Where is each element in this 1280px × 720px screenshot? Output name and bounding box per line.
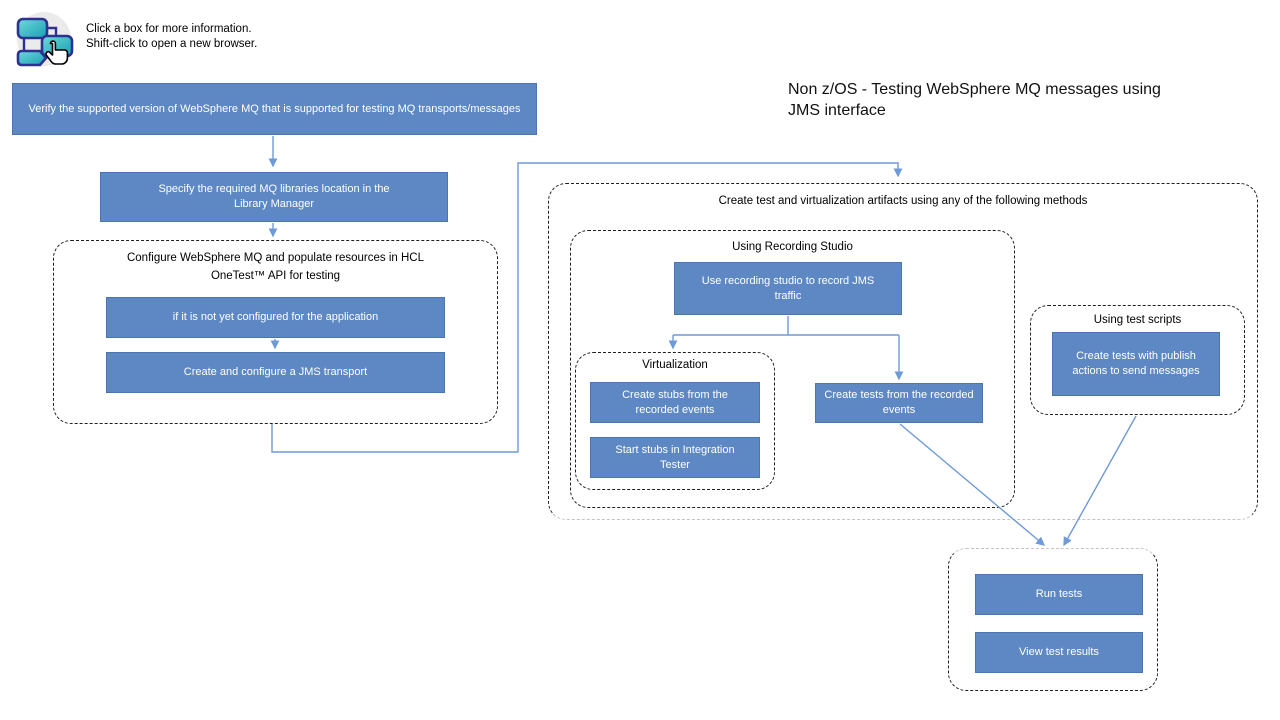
node-run-tests[interactable]: Run tests — [975, 574, 1143, 615]
group-test-scripts-label: Using test scripts — [1093, 314, 1182, 326]
node-create-tests-publish[interactable]: Create tests with publish actions to sen… — [1052, 332, 1220, 396]
flowchart-hand-icon — [8, 6, 80, 70]
group-virtualization-label: Virtualization — [642, 359, 708, 371]
node-create-tests-recorded[interactable]: Create tests from the recorded events — [815, 383, 983, 423]
group-configure-label: Configure WebSphere MQ and populate reso… — [126, 252, 425, 282]
group-results — [948, 548, 1158, 691]
node-view-test-results[interactable]: View test results — [975, 632, 1143, 673]
map-instructions: Click a box for more information. Shift-… — [86, 22, 257, 52]
node-start-stubs[interactable]: Start stubs in Integration Tester — [590, 437, 760, 478]
map-instructions-line1: Click a box for more information. — [86, 23, 252, 35]
node-record-jms-traffic[interactable]: Use recording studio to record JMS traff… — [674, 262, 902, 315]
node-if-not-configured[interactable]: if it is not yet configured for the appl… — [106, 297, 445, 338]
group-create-artifacts-label: Create test and virtualization artifacts… — [718, 195, 1088, 207]
node-create-stubs[interactable]: Create stubs from the recorded events — [590, 382, 760, 423]
page-title: Non z/OS - Testing WebSphere MQ messages… — [788, 81, 1161, 120]
node-verify-supported-version[interactable]: Verify the supported version of WebSpher… — [12, 83, 537, 135]
node-create-jms-transport[interactable]: Create and configure a JMS transport — [106, 352, 445, 393]
map-instructions-line2: Shift-click to open a new browser. — [86, 38, 258, 50]
group-recording-studio-label: Using Recording Studio — [732, 241, 853, 253]
group-test-scripts: Using test scripts — [1030, 305, 1245, 415]
node-specify-mq-libraries[interactable]: Specify the required MQ libraries locati… — [100, 172, 448, 222]
flowchart-hand-icon-svg — [16, 12, 74, 67]
